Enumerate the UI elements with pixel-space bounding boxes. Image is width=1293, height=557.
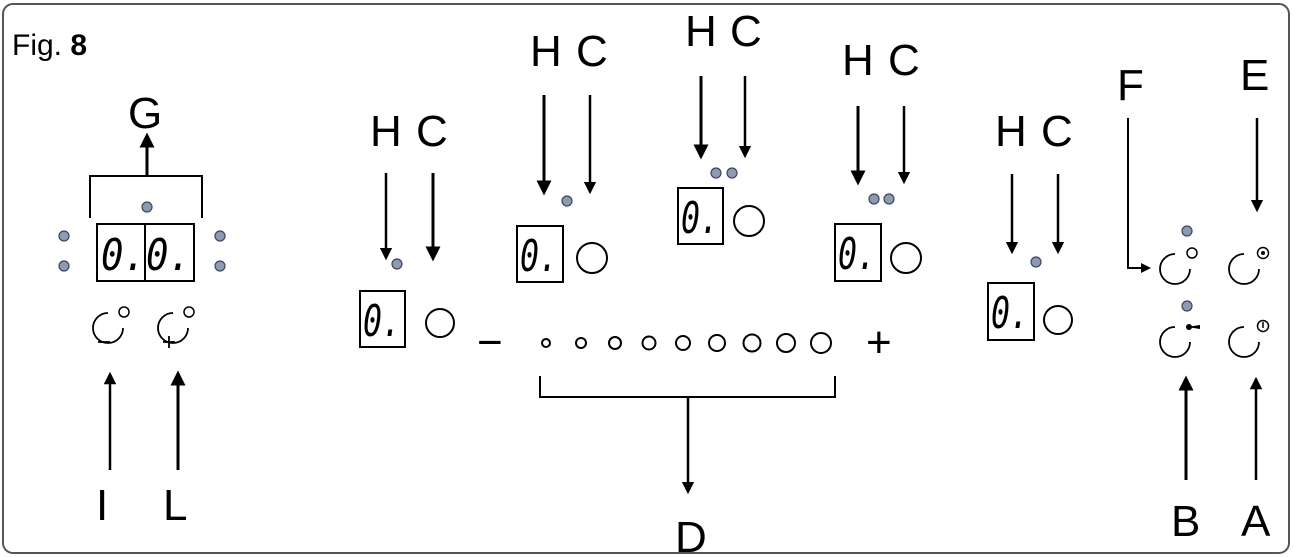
zone2-knob[interactable] [576,242,608,274]
zone3-label-c: C [730,7,762,56]
slider-step-1[interactable] [541,338,551,348]
zone3-led-h [710,167,722,179]
label-g: G [128,89,162,138]
zone5-label-c: C [1041,107,1073,156]
timer-led-top [141,201,153,213]
clock-icon [183,306,195,318]
arrow-f [1127,118,1151,273]
key-f-icon [1186,247,1198,259]
zone2-label-c: C [576,27,608,76]
zone3-display-frame [677,187,724,245]
zone4-display-frame [834,223,882,282]
label-i: I [96,481,108,530]
zone1-display-frame [359,290,406,348]
label-b: B [1171,497,1200,546]
zone5-label-h: H [995,107,1027,156]
timer-led-right-top [214,230,226,242]
zone2-display: 0. [520,231,558,282]
slider-minus-label: − [477,318,503,367]
zone2-display-frame [516,225,564,283]
slider-step-4[interactable] [641,335,657,351]
slider-step-6[interactable] [708,334,726,352]
key-b-led [1181,300,1193,312]
zone5-display-frame [987,282,1035,341]
power-slider[interactable] [541,332,832,354]
zone5-led [1030,256,1042,268]
figure-number: 8 [70,29,87,62]
timer-minus-key-icon [92,312,124,344]
figure-prefix: Fig. [12,29,62,62]
zone4-knob[interactable] [890,242,922,274]
zone3-knob[interactable] [733,205,765,237]
zone4-label-h: H [842,36,874,85]
zone5-knob[interactable] [1043,305,1073,335]
key-a-button[interactable] [1228,319,1270,358]
zone4-led-c [883,193,895,205]
label-e: E [1240,51,1269,100]
timer-display: 0.0. [101,230,191,281]
panel-frame [2,3,1290,554]
key-f-button[interactable] [1159,247,1198,285]
slider-step-2[interactable] [575,337,587,349]
timer-minus-key[interactable] [92,306,130,344]
key-b-button[interactable] [1159,324,1200,358]
key-f-led [1181,225,1193,237]
slider-step-7[interactable] [742,333,762,353]
zone1-led [391,258,403,270]
timer-led-right-bottom [214,260,226,272]
clock-icon [118,306,130,318]
zone4-led-h [868,193,880,205]
zone2-label-h: H [530,27,562,76]
zone1-label-c: C [416,107,448,156]
zone5-display: 0. [991,288,1029,339]
timer-led-left-top [58,230,70,242]
zone3-display: 0. [681,193,719,244]
slider-plus-label: + [866,318,892,367]
slider-step-8[interactable] [776,333,796,353]
label-l: L [163,481,187,530]
key-icon [1187,325,1200,329]
key-e-button[interactable] [1228,246,1270,285]
label-a: A [1241,497,1271,546]
label-d: D [675,513,707,557]
figure-caption: Fig. 8 [12,29,87,62]
zone1-knob[interactable] [425,308,455,338]
zone3-led-c [726,167,738,179]
slider-step-3[interactable] [608,336,622,350]
zone1-label-h: H [370,107,402,156]
timer-plus-key-icon [157,312,189,344]
timer-led-left-bottom [58,260,70,272]
slider-step-9[interactable] [810,332,832,354]
zone4-label-c: C [888,36,920,85]
zone3-label-h: H [685,7,717,56]
zone4-display: 0. [838,229,876,280]
slider-step-5[interactable] [675,335,691,351]
bracket-g [89,175,203,218]
timer-plus-key[interactable] [157,306,195,348]
zone1-display: 0. [363,296,401,347]
label-f: F [1117,61,1144,110]
zone2-led [561,195,573,207]
